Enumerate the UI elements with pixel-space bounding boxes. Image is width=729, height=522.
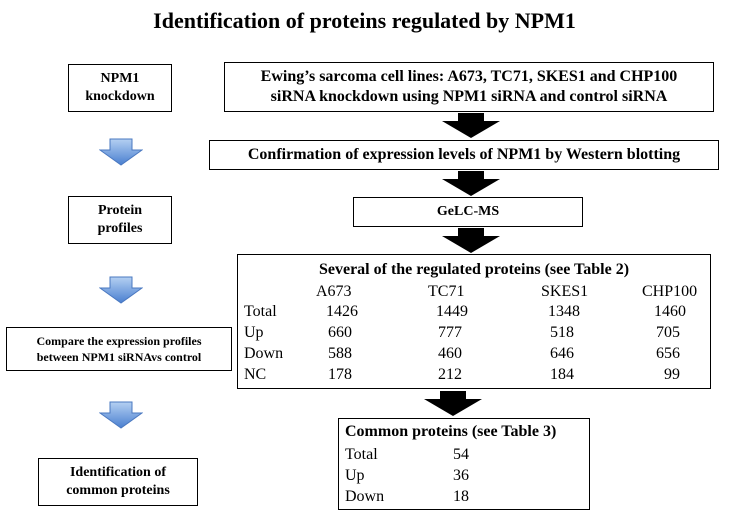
row-label: NC (244, 366, 267, 383)
row-label: Down (244, 345, 284, 362)
table-cell: 36 (453, 467, 469, 484)
table-cell: 1460 (654, 303, 686, 320)
table-cell: 178 (328, 366, 352, 383)
step-label-line: profiles (97, 221, 143, 236)
table-cell: 656 (656, 345, 680, 362)
column-header: CHP100 (642, 283, 698, 300)
table-cell: 1449 (436, 303, 468, 320)
row-label: Up (244, 324, 264, 341)
step-label-line: NPM1 (100, 71, 140, 86)
diagram-title: Identification of proteins regulated by … (153, 8, 576, 33)
table-title: Several of the regulated proteins (see T… (318, 261, 630, 278)
column-header: A673 (316, 283, 352, 300)
step-npm1-knockdown: NPM1 knockdown (68, 64, 172, 112)
row-label: Total (244, 303, 277, 320)
table-cell: 777 (438, 324, 462, 341)
blue-down-arrow-icon (99, 401, 143, 429)
table-cell: 705 (656, 324, 680, 341)
row-label: Down (345, 488, 385, 505)
table-cell: 660 (328, 324, 352, 341)
table-cell: 1348 (548, 303, 580, 320)
table-cell: 18 (453, 488, 469, 505)
table-cell: 54 (453, 446, 469, 463)
table-cell: 460 (438, 345, 462, 362)
blue-down-arrow-icon (99, 138, 143, 166)
table-cell: 646 (550, 345, 574, 362)
black-down-arrow-icon (442, 113, 500, 138)
step-label-line: common proteins (66, 483, 170, 498)
box-text-line: GeLC-MS (436, 204, 500, 219)
box-cell-lines-knockdown: Ewing’s sarcoma cell lines: A673, TC71, … (224, 62, 714, 112)
step-label-line: Identification of (69, 465, 167, 480)
column-header: TC71 (428, 283, 465, 300)
table-cell: 184 (550, 366, 574, 383)
table-cell: 1426 (326, 303, 358, 320)
table-cell: 518 (550, 324, 574, 341)
regulated-proteins-table: Several of the regulated proteins (see T… (237, 254, 711, 389)
table-cell: 99 (664, 366, 680, 383)
blue-down-arrow-icon (99, 276, 143, 304)
column-header: SKES1 (541, 283, 589, 300)
black-down-arrow-icon (442, 171, 500, 196)
box-gelc-ms: GeLC-MS (353, 197, 583, 227)
table-title: Common proteins (see Table 3) (345, 423, 557, 440)
common-proteins-table: Common proteins (see Table 3) Total 54 U… (338, 418, 590, 510)
black-down-arrow-icon (442, 228, 500, 253)
table-cell: 588 (328, 345, 352, 362)
box-text-line: Ewing’s sarcoma cell lines: A673, TC71, … (260, 68, 678, 85)
box-text-line: Confirmation of expression levels of NPM… (247, 146, 681, 163)
step-label-line: Compare the expression profiles (36, 334, 202, 348)
table-cell: 212 (438, 366, 462, 383)
step-compare-expression: Compare the expression profiles between … (6, 327, 232, 371)
box-western-blotting: Confirmation of expression levels of NPM… (209, 140, 719, 170)
row-label: Total (345, 446, 378, 463)
step-label-line: Protein (97, 203, 143, 218)
row-label: Up (345, 467, 365, 484)
black-down-arrow-icon (424, 391, 482, 416)
box-text-line: siRNA knockdown using NPM1 siRNA and con… (270, 88, 668, 105)
step-label-line: knockdown (85, 89, 155, 104)
step-label-line: between NPM1 siRNAvs control (36, 350, 202, 364)
step-protein-profiles: Protein profiles (68, 196, 172, 244)
step-identification-common: Identification of common proteins (38, 458, 198, 506)
